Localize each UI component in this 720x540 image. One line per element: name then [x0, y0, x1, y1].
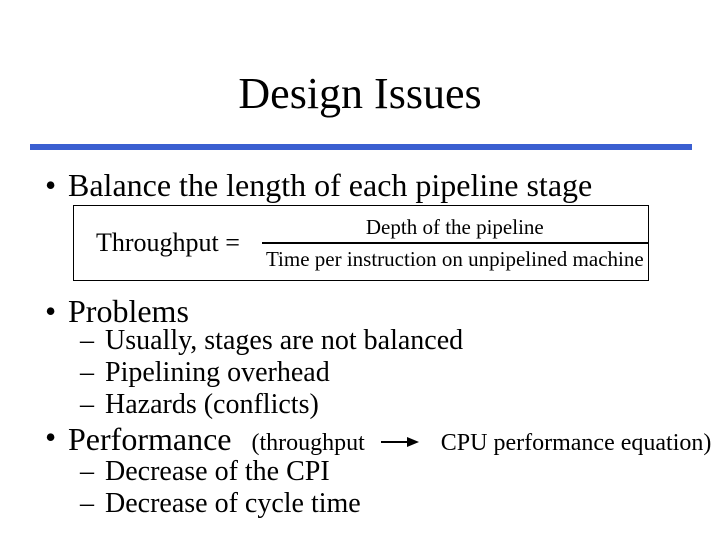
dash-icon: – — [80, 456, 94, 487]
dash-icon: – — [80, 488, 94, 519]
dash-icon: – — [80, 389, 94, 420]
bullet-item-label: Performance — [68, 421, 232, 457]
sub-item-pipelining-overhead: – Pipelining overhead — [0, 357, 720, 389]
sub-item-label: Hazards (conflicts) — [105, 389, 319, 420]
page-title: Design Issues — [238, 69, 482, 118]
throughput-formula-box: Throughput = Depth of the pipeline Time … — [73, 205, 649, 281]
sub-item-decrease-cpi: – Decrease of the CPI — [0, 456, 720, 488]
bullet-item-balance: • Balance the length of each pipeline st… — [0, 165, 720, 205]
fraction-numerator: Depth of the pipeline — [261, 215, 648, 244]
fraction-denominator: Time per instruction on unpipelined mach… — [265, 247, 644, 271]
formula-lhs: Throughput = — [96, 228, 240, 257]
right-arrow-icon — [380, 417, 419, 457]
sub-item-label: Decrease of cycle time — [105, 488, 361, 519]
dash-icon: – — [80, 325, 94, 356]
title-divider — [30, 144, 692, 150]
bullet-icon: • — [45, 167, 57, 203]
formula-fraction: Depth of the pipeline Time per instructi… — [261, 215, 648, 271]
performance-annotation-post: CPU performance equation) — [440, 430, 712, 456]
dash-icon: – — [80, 357, 94, 388]
sub-item-label: Pipelining overhead — [105, 357, 330, 388]
sub-item-hazards: – Hazards (conflicts) — [0, 389, 720, 421]
bullet-item-problems: • Problems — [0, 291, 720, 331]
bullet-item-performance: • Performance (throughput CPU performanc… — [0, 417, 720, 463]
bullet-item-label: Balance the length of each pipeline stag… — [68, 167, 593, 203]
bullet-item-label: Problems — [68, 293, 189, 329]
bullet-icon: • — [45, 419, 57, 455]
sub-item-label: Usually, stages are not balanced — [105, 325, 464, 356]
sub-item-decrease-cycle-time: – Decrease of cycle time — [0, 488, 720, 520]
performance-annotation-pre: (throughput — [251, 430, 365, 456]
bullet-icon: • — [45, 293, 57, 329]
sub-item-label: Decrease of the CPI — [105, 456, 330, 487]
sub-item-stages-not-balanced: – Usually, stages are not balanced — [0, 325, 720, 357]
